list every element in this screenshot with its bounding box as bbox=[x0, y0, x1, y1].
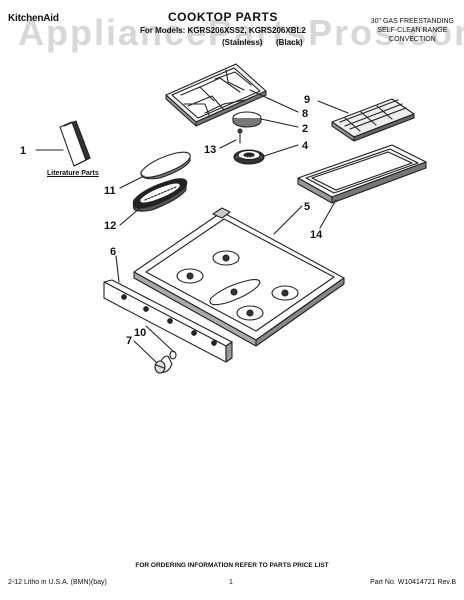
leader-line bbox=[133, 340, 157, 363]
burner-opening bbox=[212, 250, 240, 266]
oval-burner bbox=[132, 178, 188, 212]
igniter bbox=[237, 128, 243, 144]
side-grate bbox=[331, 98, 415, 142]
callout-11: 11 bbox=[104, 185, 116, 197]
callout-13: 13 bbox=[204, 144, 216, 156]
callout-6: 6 bbox=[110, 246, 116, 258]
callout-12: 12 bbox=[104, 220, 116, 232]
page-number: 1 bbox=[229, 579, 233, 586]
callout-9: 9 bbox=[304, 94, 310, 106]
finish-black: (Black) bbox=[276, 38, 303, 47]
callout-2: 2 bbox=[302, 123, 308, 135]
brand-logo-text: KitchenAid bbox=[8, 13, 59, 24]
leader-line bbox=[219, 139, 237, 149]
callout-5: 5 bbox=[304, 201, 310, 213]
ordering-note: FOR ORDERING INFORMATION REFER TO PARTS … bbox=[135, 562, 329, 569]
models-line: For Models: KGRS206XSS2, KGRS206XBL2 bbox=[140, 26, 306, 35]
litho-code: 2-12 Litho in U.S.A. (BMN)(bay) bbox=[8, 579, 107, 586]
burner-cap bbox=[232, 111, 262, 128]
watermark: AppliancePartsPros.com bbox=[18, 12, 464, 53]
description-line: SELF-CLEAN RANGE bbox=[377, 27, 448, 34]
part-number: Part No. W10414721 Rev.B bbox=[370, 579, 456, 586]
oval-burner-cover bbox=[140, 151, 191, 180]
leader-line bbox=[119, 175, 145, 189]
leader-line bbox=[119, 207, 141, 226]
description-line: 30" GAS FREESTANDING bbox=[370, 18, 454, 25]
callout-7: 7 bbox=[126, 335, 132, 347]
griddle bbox=[297, 144, 427, 204]
callout-10: 10 bbox=[134, 327, 146, 339]
control-knob bbox=[154, 350, 177, 374]
leader-line bbox=[317, 100, 349, 114]
cooktop bbox=[133, 207, 345, 347]
burner-opening bbox=[271, 285, 299, 301]
burner-opening bbox=[176, 268, 204, 284]
oval-burner-opening bbox=[209, 279, 261, 306]
literature-booklet bbox=[59, 120, 91, 167]
callout-1: 1 bbox=[20, 145, 26, 157]
literature-parts-label: Literature Parts bbox=[47, 170, 99, 177]
finish-stainless: (Stainless) bbox=[222, 38, 263, 47]
page-title: COOKTOP PARTS bbox=[168, 10, 278, 24]
leader-line bbox=[145, 325, 175, 353]
burner-opening bbox=[236, 305, 264, 321]
product-description: 30" GAS FREESTANDING SELF-CLEAN RANGE CO… bbox=[371, 17, 454, 44]
leader-line bbox=[249, 89, 299, 113]
callout-4: 4 bbox=[302, 140, 309, 152]
leader-line bbox=[260, 118, 299, 128]
description-line: CONVECTION bbox=[389, 36, 436, 43]
callout-8: 8 bbox=[302, 108, 308, 120]
leader-line bbox=[273, 205, 303, 235]
leader-line bbox=[319, 199, 337, 229]
callout-14: 14 bbox=[310, 229, 323, 241]
leader-line bbox=[115, 255, 120, 283]
leader-line bbox=[263, 144, 299, 157]
burner-grate bbox=[165, 63, 267, 127]
burner-base bbox=[233, 149, 265, 165]
manifold-panel bbox=[103, 279, 233, 363]
